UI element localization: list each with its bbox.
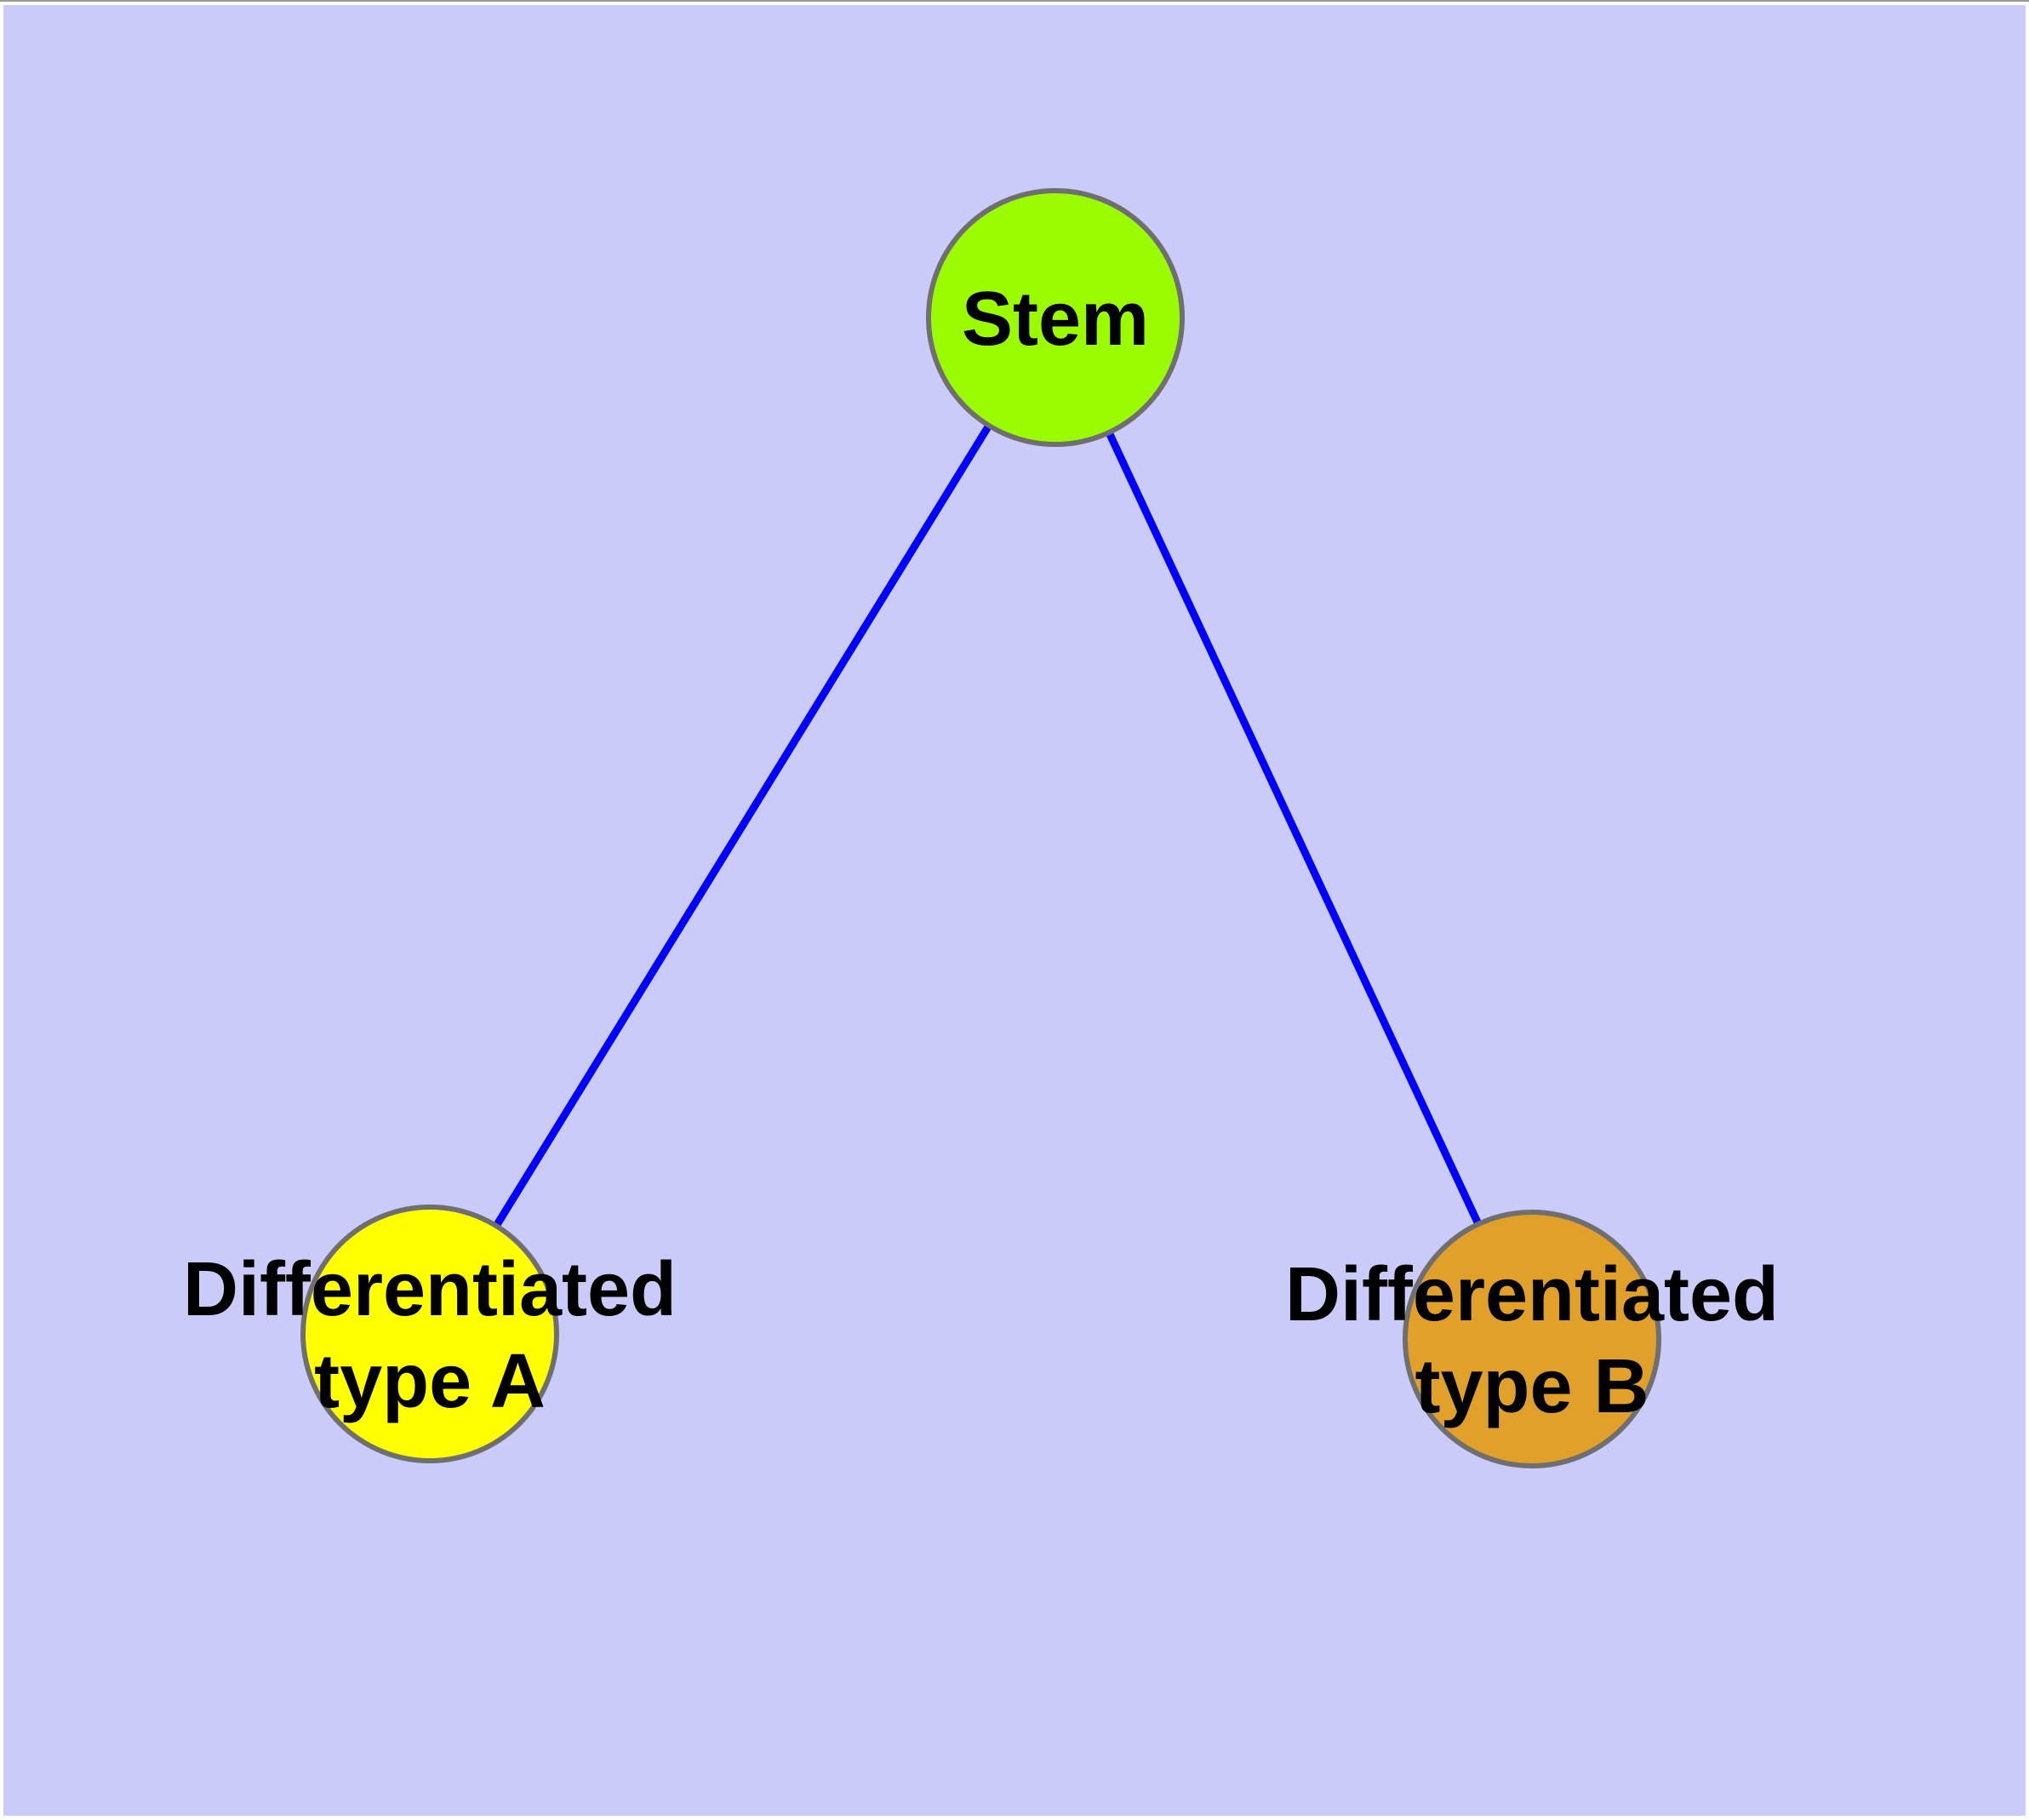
node-stem-label: Stem [962, 277, 1149, 362]
edge-stem-to-type-b [1051, 316, 1536, 1341]
edge-stem-to-type-a [426, 315, 1059, 1336]
node-type-b-label-line1: Differentiated [1285, 1252, 1779, 1337]
node-type-a-label-line1: Differentiated [183, 1247, 677, 1332]
node-type-a-label-line2: type A [314, 1339, 546, 1424]
node-type-a-circle [300, 1205, 559, 1463]
node-type-b-label-line2: type B [1415, 1344, 1649, 1429]
node-stem-circle [926, 188, 1185, 447]
node-type-b-circle [1403, 1210, 1661, 1468]
